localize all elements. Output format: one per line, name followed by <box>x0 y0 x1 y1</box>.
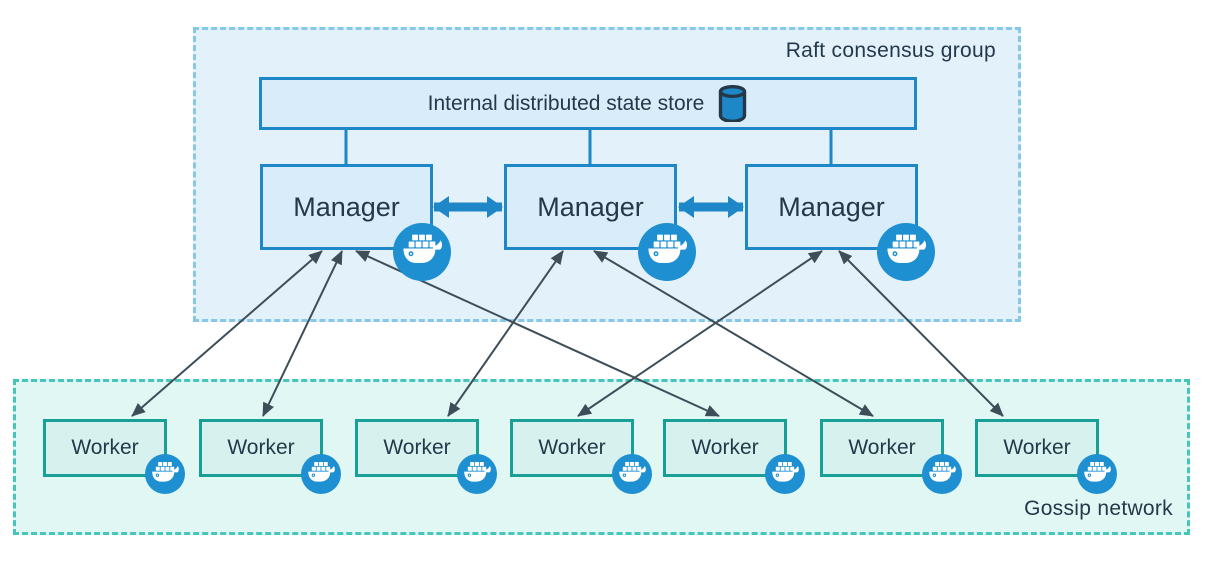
worker-node-3: Worker <box>355 419 479 477</box>
worker-node-4: Worker <box>510 419 634 477</box>
worker-node-7: Worker <box>975 419 1099 477</box>
gossip-network-label: Gossip network <box>1024 497 1173 520</box>
state-store-label: Internal distributed state store <box>427 91 705 115</box>
worker-node-1: Worker <box>43 419 167 477</box>
manager-node-1: Manager <box>260 164 433 250</box>
manager-node-3: Manager <box>745 164 918 250</box>
worker-label: Worker <box>691 436 759 459</box>
manager-label: Manager <box>778 191 885 222</box>
worker-node-2: Worker <box>199 419 323 477</box>
manager-label: Manager <box>293 191 400 222</box>
worker-node-6: Worker <box>820 419 944 477</box>
worker-label: Worker <box>848 436 916 459</box>
worker-label: Worker <box>383 436 451 459</box>
database-cylinder-icon <box>719 85 747 122</box>
worker-node-5: Worker <box>663 419 787 477</box>
raft-group-label: Raft consensus group <box>785 39 996 62</box>
manager-node-2: Manager <box>504 164 677 250</box>
worker-label: Worker <box>538 436 606 459</box>
worker-label: Worker <box>227 436 295 459</box>
worker-label: Worker <box>1003 436 1071 459</box>
manager-label: Manager <box>537 191 644 222</box>
state-store-box: Internal distributed state store <box>259 77 917 130</box>
worker-label: Worker <box>71 436 139 459</box>
